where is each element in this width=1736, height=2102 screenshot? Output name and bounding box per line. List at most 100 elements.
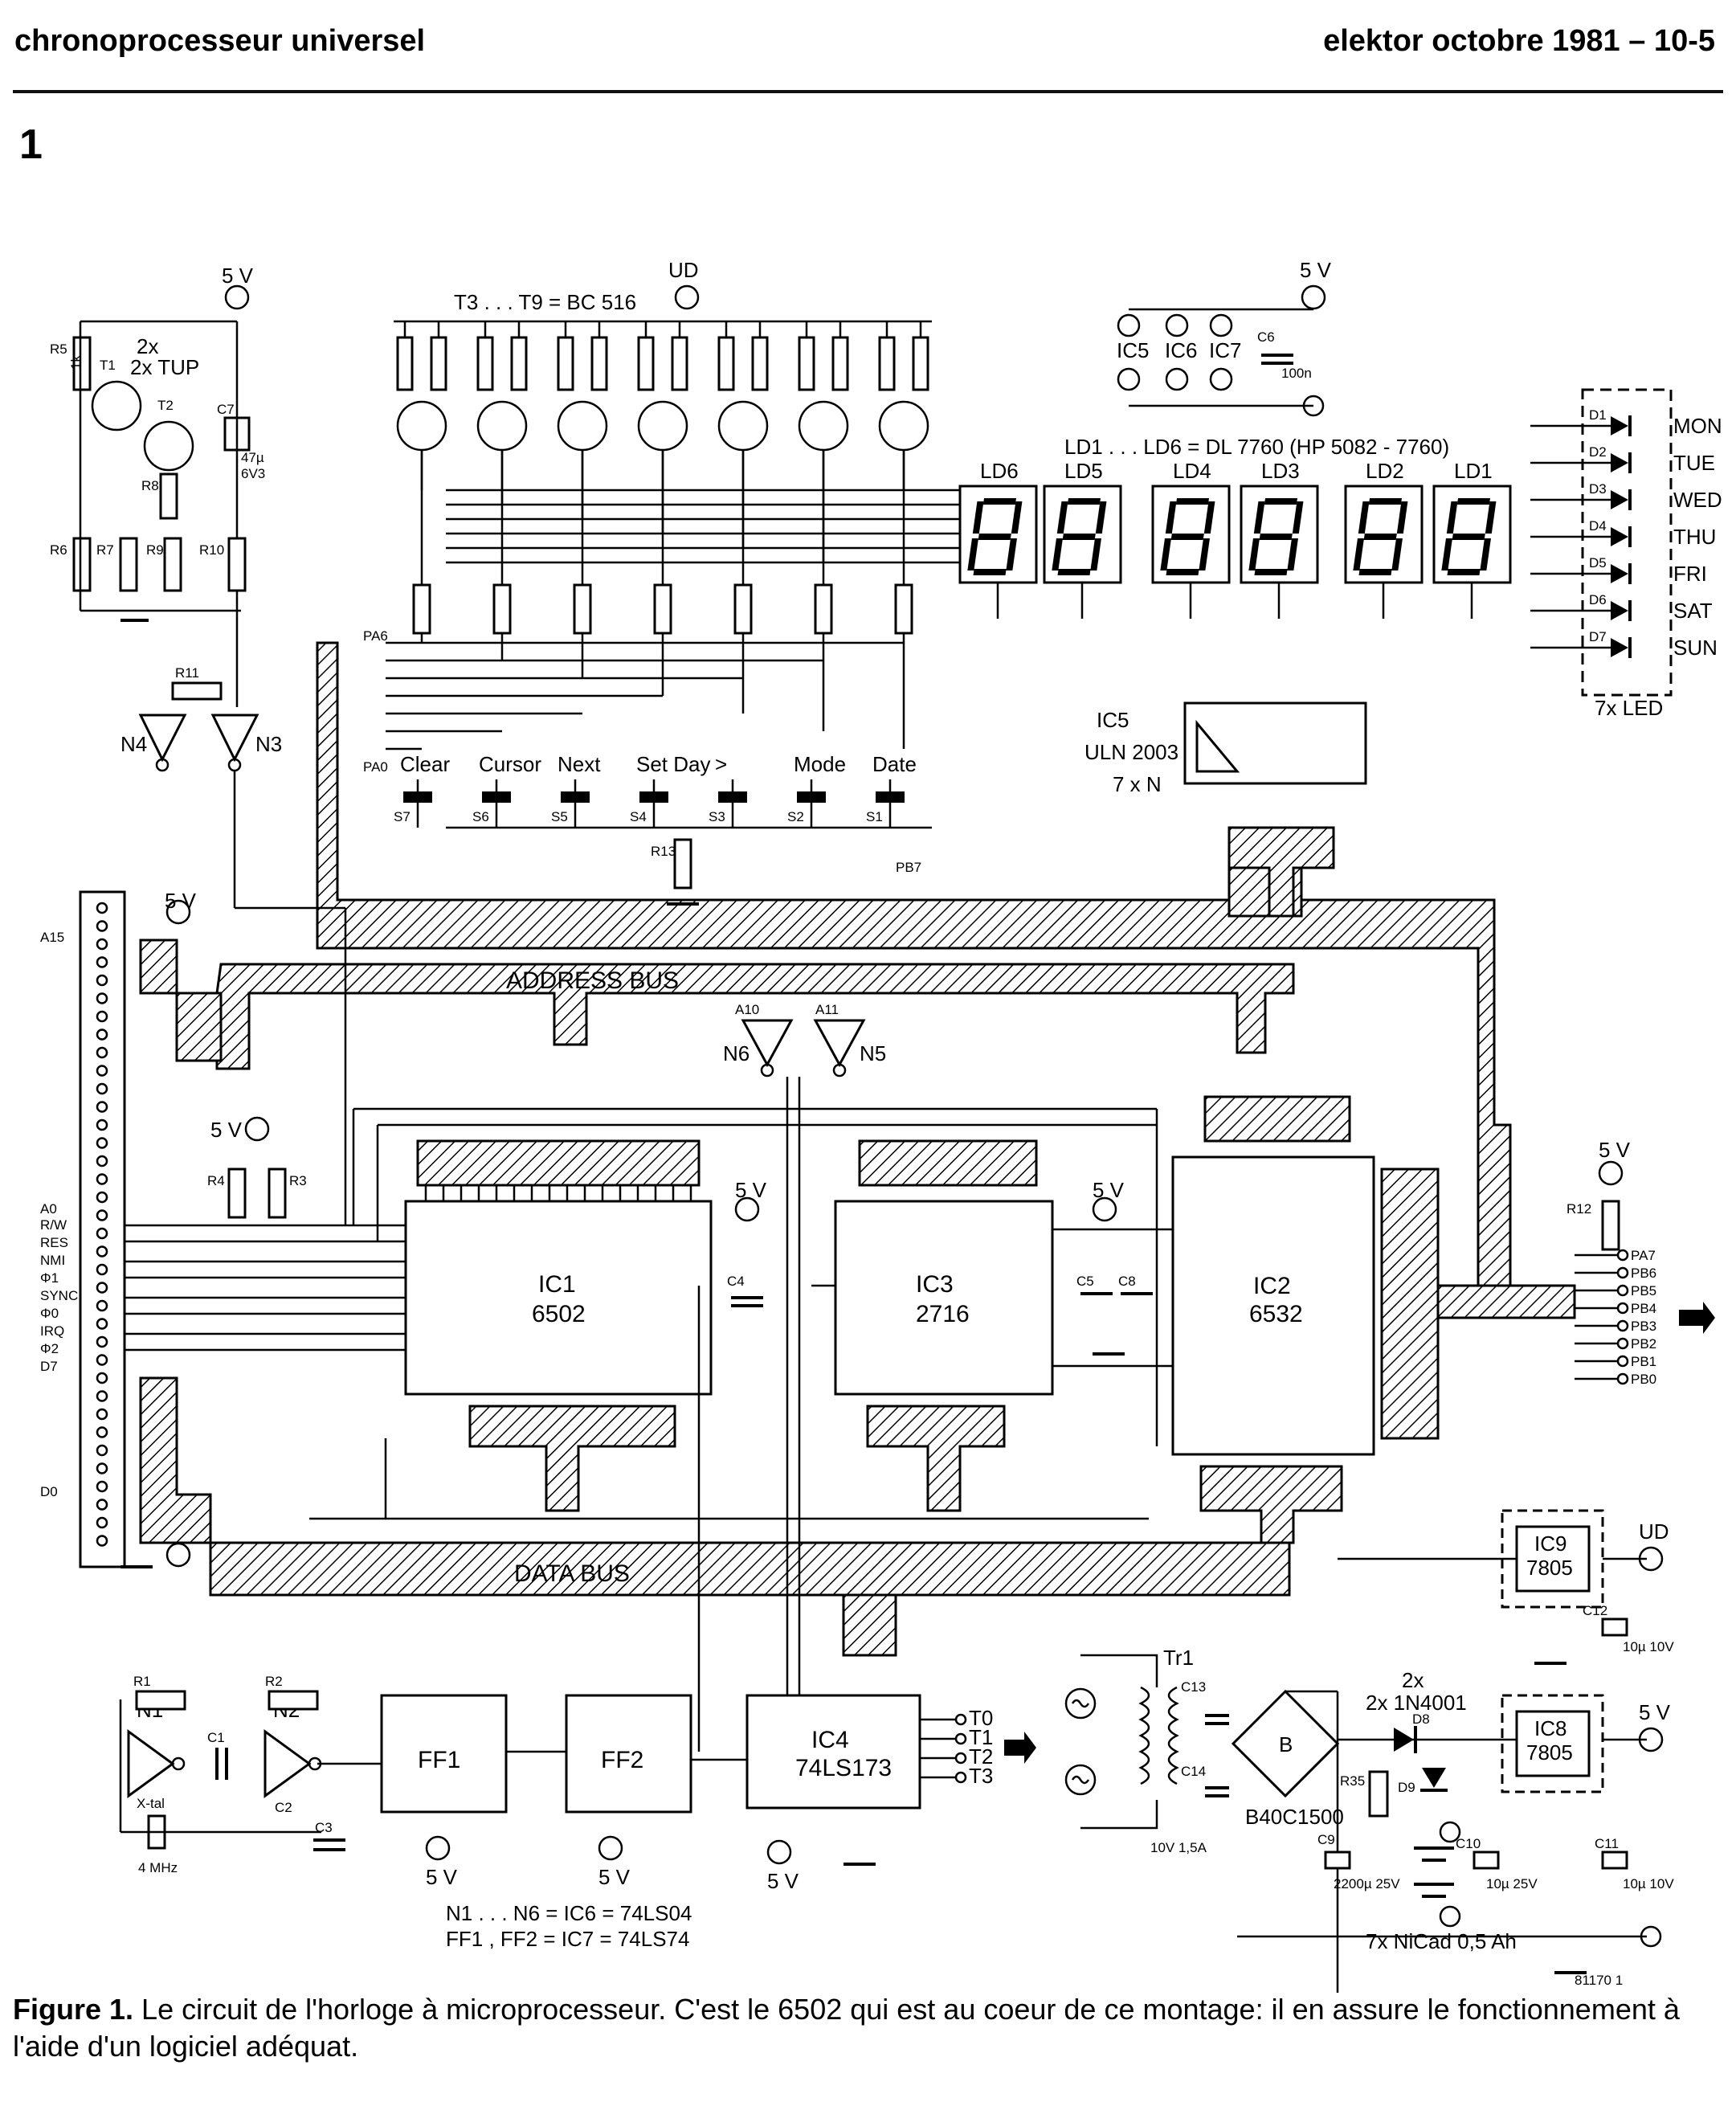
key-ref-4: S3	[709, 809, 725, 824]
ic9-name: IC9	[1534, 1532, 1566, 1556]
svg-text:N4: N4	[120, 732, 147, 756]
caption-text: Le circuit de l'horloge à microprocesseu…	[13, 1993, 1680, 2063]
led-ref-3: D4	[1589, 518, 1607, 534]
svg-text:C1: C1	[207, 1730, 225, 1745]
key-switch-4[interactable]	[718, 791, 747, 803]
ic9-part: 7805	[1526, 1556, 1573, 1580]
supply-decoupling: 5 V IC5 IC6 IC7 C6 100n	[1117, 258, 1332, 417]
port-pin-6: PB1	[1631, 1354, 1656, 1369]
day-label-1: TUE	[1673, 451, 1715, 475]
ic3-name: IC3	[916, 1271, 954, 1298]
bridge-part: B40C1500	[1245, 1805, 1344, 1829]
display-name-5: LD1	[1454, 459, 1493, 483]
supply-ic-label-0: IC5	[1117, 338, 1149, 362]
ic2-part: 6532	[1249, 1301, 1303, 1327]
driver-transistor	[878, 400, 929, 452]
inverter-n4	[138, 714, 187, 763]
key-switch-3[interactable]	[639, 791, 668, 803]
key-switch-1[interactable]	[482, 791, 511, 803]
resistor-r11	[171, 681, 223, 701]
svg-text:R5: R5	[50, 341, 67, 357]
ic4-output-1: T1	[969, 1725, 993, 1749]
flipflops: FF1 FF2 5 V 5 V N1 . . . N6 = IC6 = 74LS…	[380, 1694, 692, 1951]
collector-resistor	[671, 336, 688, 391]
edge-signal-3: RES	[40, 1235, 68, 1250]
header-rule	[13, 90, 1723, 93]
edge-signal-5: Φ1	[40, 1270, 59, 1286]
driver-transistor	[717, 400, 769, 452]
key-switch-5[interactable]	[797, 791, 826, 803]
base-resistor	[798, 336, 815, 391]
uln-part: ULN 2003	[1084, 740, 1178, 764]
row-resistor	[653, 583, 672, 635]
running-header-issue: elektor octobre 1981 – 10-5	[1323, 24, 1715, 58]
row-resistor	[894, 583, 913, 635]
collector-resistor	[912, 336, 929, 391]
key-label-6: Date	[872, 752, 917, 776]
svg-text:C10: C10	[1456, 1836, 1481, 1851]
data-bus-label: DATA BUS	[514, 1560, 630, 1587]
address-decoder-inverters: N6 N5 A10 A11	[723, 1002, 886, 1078]
key-ref-6: S1	[866, 809, 883, 824]
transistor-t2	[143, 420, 194, 472]
tup-note: 2x TUP	[130, 355, 199, 379]
driver-transistor	[637, 400, 688, 452]
inverter-n3	[210, 714, 259, 763]
port-pin-4: PB3	[1631, 1319, 1656, 1334]
resistor-r10	[227, 537, 247, 592]
display-name-0: LD6	[980, 459, 1019, 483]
transformer-name: Tr1	[1163, 1646, 1194, 1670]
key-switch-6[interactable]	[876, 791, 905, 803]
row-resistor	[814, 583, 833, 635]
ic4-output-2: T2	[969, 1744, 993, 1769]
svg-text:T2: T2	[157, 398, 174, 413]
svg-text:A11: A11	[815, 1002, 839, 1017]
edge-signal-7: Φ0	[40, 1306, 59, 1321]
key-switch-0[interactable]	[403, 791, 432, 803]
ic8-part: 7805	[1526, 1740, 1573, 1765]
driver-transistor	[798, 400, 849, 452]
svg-text:R9: R9	[146, 542, 164, 558]
supply-ic-label-1: IC6	[1165, 338, 1197, 362]
svg-text:C6: C6	[1257, 329, 1275, 345]
collector-resistor	[831, 336, 849, 391]
base-resistor	[637, 336, 655, 391]
led-note: 7x LED	[1595, 696, 1663, 720]
svg-text:100n: 100n	[1281, 366, 1312, 381]
c12-value: 10µ 10V	[1623, 1639, 1674, 1654]
pullups-r3-r4: 5 V R4 R3	[207, 1116, 307, 1219]
day-label-5: SAT	[1673, 599, 1713, 623]
svg-text:C11: C11	[1595, 1836, 1619, 1851]
tup-stage: 5 V R5 1k T1 T2 2x 2x TUP R8 C7 47µ 6V3 …	[50, 264, 282, 908]
base-resistor	[878, 336, 896, 391]
edge-bus-d	[139, 1376, 212, 1544]
svg-text:R13: R13	[651, 844, 676, 859]
svg-text:C7: C7	[217, 402, 235, 417]
digit-driver-section: UD T3 . . . T9 = BC 516	[394, 258, 976, 749]
uln2003-driver: IC5 ULN 2003 7 x N	[1084, 701, 1367, 918]
ic4-output-0: T0	[969, 1706, 993, 1730]
transistor-t1	[91, 380, 142, 431]
key-ref-3: S4	[630, 809, 647, 824]
crystal-freq: 4 MHz	[138, 1860, 178, 1875]
battery-note: 7x NiCad 0,5 Ah	[1366, 1929, 1517, 1953]
row-resistor	[573, 583, 592, 635]
driver-transistor	[557, 400, 608, 452]
led-ref-6: D7	[1589, 629, 1607, 644]
day-label-0: MON	[1673, 414, 1722, 438]
supply-ic-label-2: IC7	[1209, 338, 1241, 362]
ic2-name: IC2	[1253, 1273, 1291, 1299]
c11-value: 10µ 10V	[1623, 1876, 1674, 1891]
key-ref-5: S2	[787, 809, 804, 824]
port-pin-0: PA7	[1631, 1248, 1656, 1263]
interconnect-wiring	[125, 906, 1173, 1765]
collector-resistor	[510, 336, 528, 391]
resistor-r6	[72, 537, 92, 592]
svg-text:2x: 2x	[137, 334, 158, 358]
key-switch-2[interactable]	[561, 791, 590, 803]
svg-text:PB7: PB7	[896, 860, 921, 875]
svg-text:47µ: 47µ	[241, 450, 264, 465]
